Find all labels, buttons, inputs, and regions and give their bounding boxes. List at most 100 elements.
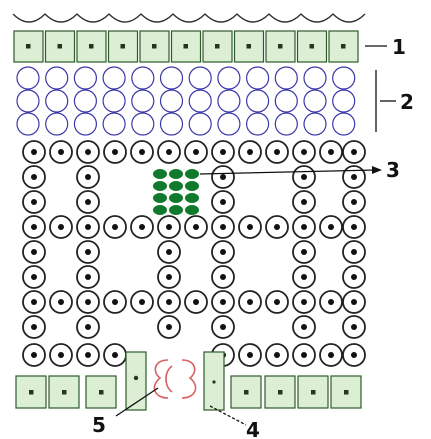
chloroplast <box>153 169 167 179</box>
chloroplast-cluster <box>153 169 199 215</box>
palisade-cell <box>189 113 211 135</box>
spongy-cell-nucleus <box>85 149 91 155</box>
spongy-cell-nucleus <box>328 352 334 358</box>
spongy-cell-nucleus <box>328 224 334 230</box>
spongy-cell-nucleus <box>351 199 357 205</box>
epidermis-cell-nucleus <box>344 390 349 395</box>
epidermis-cell-nucleus <box>247 44 252 49</box>
spongy-cell-nucleus <box>351 224 357 230</box>
spongy-cell-nucleus <box>112 149 118 155</box>
epidermis-cell-nucleus <box>99 390 104 395</box>
spongy-cell-nucleus <box>112 352 118 358</box>
spongy-cell-nucleus <box>139 299 145 305</box>
spongy-cell-nucleus <box>85 352 91 358</box>
spongy-cell-nucleus <box>301 299 307 305</box>
palisade-cell <box>189 90 211 112</box>
chloroplast <box>185 193 199 203</box>
spongy-cell-nucleus <box>31 199 37 205</box>
spongy-cell-nucleus <box>274 352 280 358</box>
spongy-cell-nucleus <box>351 352 357 358</box>
spongy-cell-nucleus <box>166 249 172 255</box>
stoma <box>126 352 224 410</box>
spongy-cell-nucleus <box>31 224 37 230</box>
epidermis-cell-nucleus <box>152 44 157 49</box>
palisade-cell <box>74 113 96 135</box>
palisade-cell <box>161 67 183 89</box>
upper-epidermis <box>14 31 358 62</box>
spongy-cell-nucleus <box>193 299 199 305</box>
palisade-cell <box>218 90 240 112</box>
label-4: 4 <box>246 418 260 439</box>
spongy-cell-nucleus <box>301 352 307 358</box>
spongy-cell-nucleus <box>85 249 91 255</box>
palisade-cell <box>74 67 96 89</box>
spongy-cell-nucleus <box>112 299 118 305</box>
palisade-cell <box>275 67 297 89</box>
palisade-cell <box>17 90 39 112</box>
spongy-cell-nucleus <box>31 299 37 305</box>
lower-epidermis <box>16 376 361 408</box>
epidermis-cell-nucleus <box>26 44 31 49</box>
epidermis-cell-nucleus <box>278 44 283 49</box>
palisade-cell <box>304 90 326 112</box>
label-1: 1 <box>392 35 406 59</box>
spongy-cell-nucleus <box>139 149 145 155</box>
chloroplast <box>169 181 183 191</box>
spongy-cell-nucleus <box>85 299 91 305</box>
spongy-cell-nucleus <box>328 299 334 305</box>
guard-cell-left <box>126 352 146 410</box>
chloroplast <box>169 205 183 215</box>
spongy-cell-nucleus <box>274 149 280 155</box>
spongy-cell-nucleus <box>274 299 280 305</box>
spongy-cell-nucleus <box>58 224 64 230</box>
spongy-cell-nucleus <box>220 199 226 205</box>
spongy-cell-nucleus <box>58 149 64 155</box>
spongy-cell-nucleus <box>166 149 172 155</box>
palisade-cell <box>333 113 355 135</box>
spongy-cell-nucleus <box>85 224 91 230</box>
spongy-cell-nucleus <box>301 249 307 255</box>
palisade-cell <box>218 113 240 135</box>
spongy-cell-nucleus <box>301 274 307 280</box>
palisade-cell <box>247 67 269 89</box>
palisade-cell <box>132 113 154 135</box>
epidermis-cell-nucleus <box>310 44 315 49</box>
palisade-layer <box>17 67 355 135</box>
palisade-cell <box>304 113 326 135</box>
epidermis-cell-nucleus <box>62 390 67 395</box>
epidermis-cell-nucleus <box>89 44 94 49</box>
epidermis-cell-nucleus <box>215 44 220 49</box>
spongy-cell-nucleus <box>166 324 172 330</box>
palisade-cell <box>46 113 68 135</box>
palisade-cell <box>333 90 355 112</box>
epidermis-cell-nucleus <box>278 390 283 395</box>
spongy-cell-nucleus <box>220 299 226 305</box>
spongy-cell-nucleus <box>220 174 226 180</box>
stoma-pore-right <box>182 360 196 398</box>
palisade-cell <box>218 67 240 89</box>
palisade-cell <box>46 67 68 89</box>
palisade-cell <box>132 67 154 89</box>
palisade-cell <box>74 90 96 112</box>
spongy-cell-nucleus <box>220 224 226 230</box>
stoma-pore-inner <box>166 366 172 392</box>
epidermis-cell-nucleus <box>311 390 316 395</box>
chloroplast <box>153 181 167 191</box>
epidermis-cell-nucleus <box>58 44 63 49</box>
spongy-cell-nucleus <box>166 299 172 305</box>
epidermis-cell-nucleus <box>244 390 249 395</box>
spongy-cell-nucleus <box>301 199 307 205</box>
palisade-cell <box>247 113 269 135</box>
spongy-cell-nucleus <box>31 274 37 280</box>
guard-cell-right-nucleus <box>212 380 215 383</box>
spongy-cell-nucleus <box>301 224 307 230</box>
palisade-cell <box>103 90 125 112</box>
chloroplast <box>153 193 167 203</box>
chloroplast <box>153 205 167 215</box>
chloroplast <box>185 205 199 215</box>
spongy-cell-nucleus <box>351 274 357 280</box>
spongy-cell-nucleus <box>351 174 357 180</box>
spongy-cell-nucleus <box>247 224 253 230</box>
spongy-cell-nucleus <box>247 299 253 305</box>
spongy-cell-nucleus <box>351 149 357 155</box>
